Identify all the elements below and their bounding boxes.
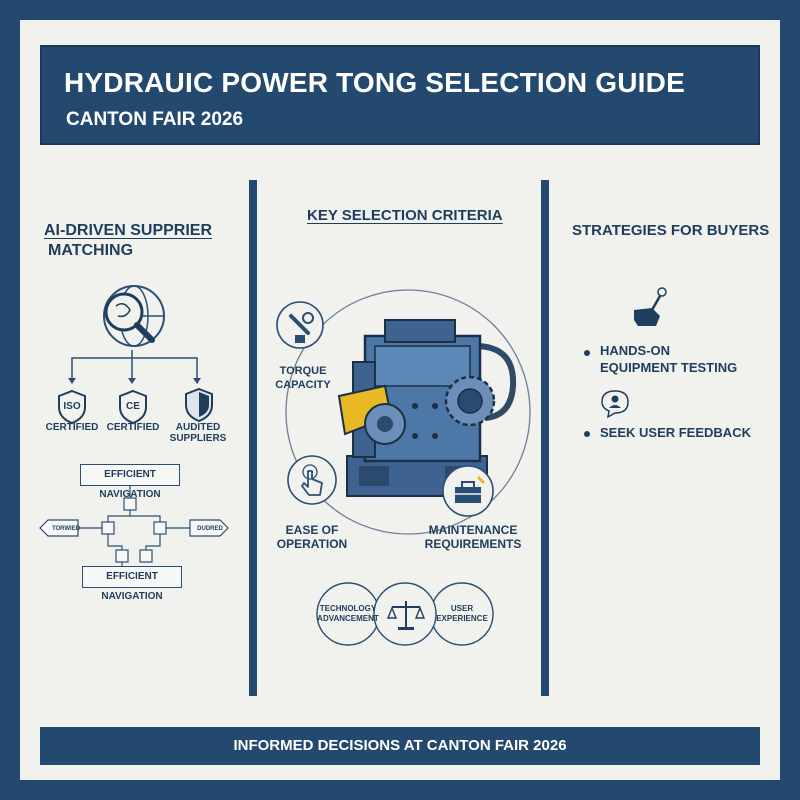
technology-label-line1: TECHNOLOGY [319, 604, 377, 613]
audit-badge-caption-line1: AUDITED [175, 422, 221, 433]
ease-label-line2: OPERATION [276, 537, 348, 551]
magnifier-globe-icon [103, 285, 165, 347]
strategy-item-1-line2: EQUIPMENT TESTING [600, 360, 738, 375]
nav-box-bottom: EFFICIENT NAVIGATION [82, 566, 182, 602]
strategy-bullet-2 [584, 431, 590, 437]
arrow-left-label: TORWIED [51, 526, 81, 532]
iso-badge-code: ISO [63, 401, 81, 412]
audit-shield-icon [185, 387, 213, 423]
balance-scale-icon [386, 601, 426, 630]
page-title: HYDRAUIC POWER TONG SELECTION GUIDE [64, 67, 685, 98]
navigation-flow-diagram [39, 486, 229, 566]
footer-banner: INFORMED DECISIONS AT CANTON FAIR 2026 [40, 727, 760, 765]
chat-user-icon [601, 390, 629, 419]
user-experience-label-line1: USER [450, 604, 474, 613]
strategy-bullet-1 [584, 350, 590, 356]
ce-badge-code: CE [126, 401, 140, 412]
arrow-right-label: DUDRED [197, 526, 223, 532]
footer-text: INFORMED DECISIONS AT CANTON FAIR 2026 [233, 737, 567, 754]
audit-badge-caption-line2: SUPPLIERS [169, 433, 227, 444]
header-banner: HYDRAUIC POWER TONG SELECTION GUIDE CANT… [40, 45, 760, 145]
touch-hand-icon [287, 455, 337, 505]
toolbox-icon [442, 465, 494, 517]
center-column-title: KEY SELECTION CRITERIA [307, 207, 503, 224]
ease-label-line1: EASE OF [285, 523, 339, 537]
torque-label-line1: TORQUE [279, 365, 327, 377]
strategy-item-2: SEEK USER FEEDBACK [600, 425, 751, 440]
right-column-title: STRATEGIES FOR BUYERS [572, 222, 770, 239]
badge-connector-lines [68, 350, 201, 384]
technology-label-line2: ADVANCEMENT [317, 614, 379, 623]
strategy-item-1-line1: HANDS-ON [600, 343, 671, 358]
infographic-canvas: HYDRAUIC POWER TONG SELECTION GUIDE CANT… [20, 20, 780, 780]
page-subtitle: CANTON FAIR 2026 [66, 109, 244, 130]
nav-box-top: EFFICIENT NAVIGATION [80, 464, 180, 500]
hand-lever-icon [634, 287, 667, 326]
torque-label-line2: CAPACITY [275, 379, 331, 391]
criteria-orbit-ring [285, 289, 531, 535]
iso-badge-caption: CERTIFIED [45, 422, 99, 433]
left-column-title-line1: AI-DRIVEN SUPPRIER [44, 222, 213, 239]
wrench-icon [276, 301, 324, 349]
ce-badge-caption: CERTIFIED [106, 422, 160, 433]
column-divider-right [541, 180, 549, 696]
user-experience-label-line2: EXPERIENCE [436, 614, 488, 623]
iso-shield-icon [58, 389, 86, 425]
ce-shield-icon [119, 389, 147, 425]
left-column-title-line2: MATCHING [48, 242, 134, 259]
maintenance-label-line2: REQUIREMENTS [424, 537, 522, 551]
maintenance-label-line1: MAINTENANCE [428, 523, 518, 537]
column-divider-left [249, 180, 257, 696]
